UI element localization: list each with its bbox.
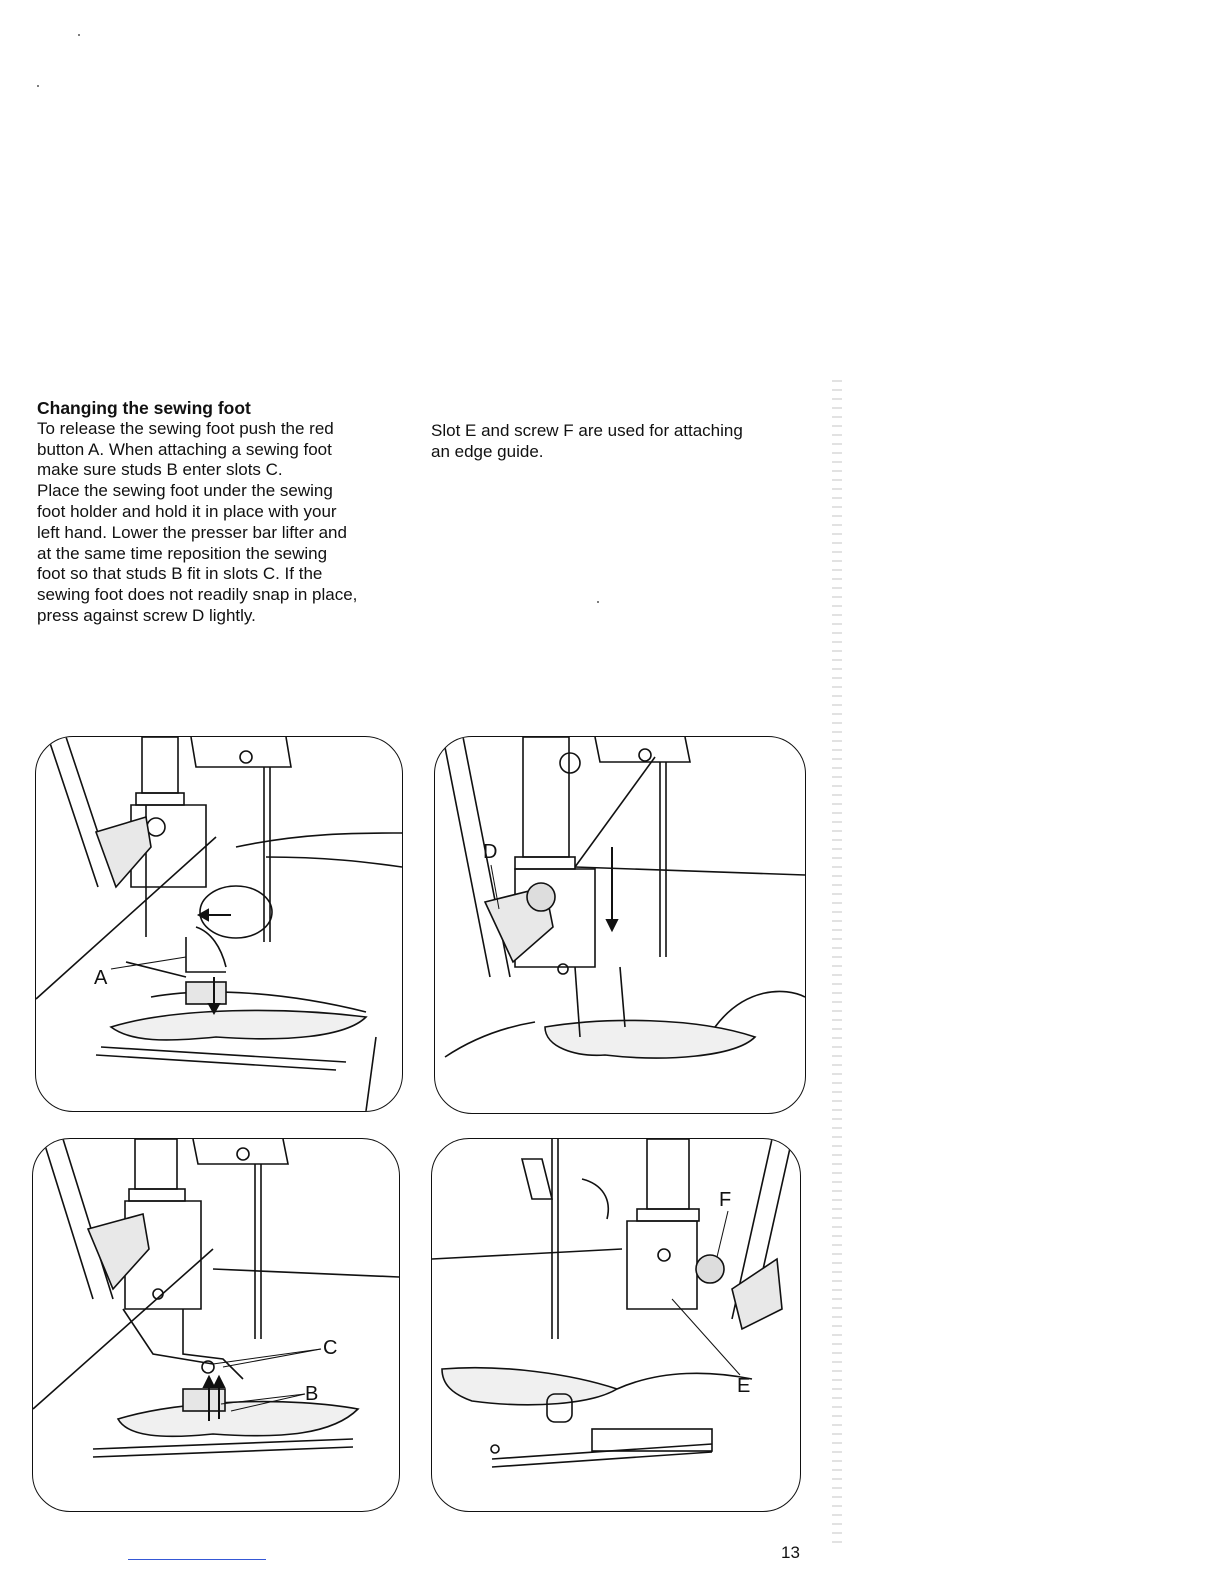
text-line: an edge guide. xyxy=(431,441,544,461)
text-line: Place the sewing foot under the sewing xyxy=(37,481,333,501)
footer-rule xyxy=(128,1559,266,1560)
text-line: To release the sewing foot push the red xyxy=(37,418,334,438)
instructions-right-column: Slot E and screw F are used for attachin… xyxy=(431,421,811,463)
scan-speck xyxy=(37,85,39,87)
callout-label-e: E xyxy=(737,1375,751,1397)
callout-label-f: F xyxy=(719,1189,732,1211)
instructions-left-column: Changing the sewing foot To release the … xyxy=(37,398,417,627)
figure-screw-d: D xyxy=(434,736,806,1114)
illustration-screw-d xyxy=(442,737,805,1059)
scan-speck xyxy=(78,34,80,36)
callout-label-d: D xyxy=(483,841,498,863)
callout-label-c: C xyxy=(323,1337,338,1359)
figure-slot-screw-edge-guide: F E xyxy=(431,1138,801,1512)
section-heading: Changing the sewing foot xyxy=(37,398,251,418)
text-line: sewing foot does not readily snap in pla… xyxy=(37,585,358,605)
text-line: press against screw D lightly. xyxy=(37,605,256,625)
text-line: Slot E and screw F are used for attachin… xyxy=(431,421,743,440)
text-line: foot so that studs B fit in slots C. If … xyxy=(37,564,323,584)
scan-edge-artifact xyxy=(832,380,842,1550)
text-line: foot holder and hold it in place with yo… xyxy=(37,501,337,521)
callout-label-b: B xyxy=(305,1383,319,1405)
callout-label-a: A xyxy=(94,967,108,989)
illustration-studs-slots xyxy=(33,1139,399,1458)
scan-speck xyxy=(597,601,599,603)
text-line: at the same time reposition the sewing xyxy=(37,543,328,563)
illustration-slot-screw xyxy=(432,1139,793,1468)
illustration-release-foot xyxy=(36,737,402,1111)
page-number: 13 xyxy=(781,1543,800,1562)
text-line: left hand. Lower the presser bar lifter … xyxy=(37,522,347,542)
figure-studs-slots: C B xyxy=(32,1138,400,1512)
figure-release-foot: A xyxy=(35,736,403,1112)
text-line: button A. When attaching a sewing foot xyxy=(37,439,332,459)
text-line: make sure studs B enter slots C. xyxy=(37,460,283,480)
